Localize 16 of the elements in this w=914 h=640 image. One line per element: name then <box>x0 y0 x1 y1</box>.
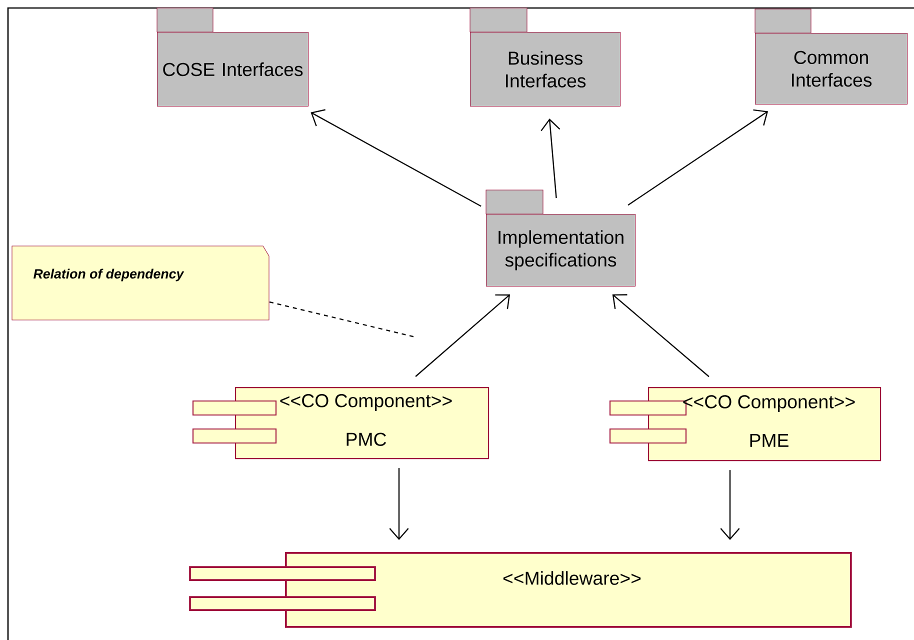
component-box: <<CO Component>> PMC <box>192 387 490 460</box>
component-box: <<Middleware>> <box>189 552 852 628</box>
note-box: Relation of dependency <box>12 246 270 320</box>
arrow <box>720 470 740 540</box>
package-folder: Implementation specifications <box>486 190 636 287</box>
arrow <box>389 468 409 540</box>
leader-line <box>269 301 416 338</box>
package-folder: Business Interfaces <box>470 8 621 107</box>
arrow <box>415 294 510 377</box>
arrow <box>628 109 768 206</box>
component-box: <<CO Component>> PME <box>609 387 882 462</box>
package-folder: Common Interfaces <box>754 8 908 105</box>
arrow <box>540 118 560 198</box>
arrow <box>310 109 482 207</box>
package-folder: COSE Interfaces <box>156 8 309 107</box>
arrow <box>612 294 710 378</box>
